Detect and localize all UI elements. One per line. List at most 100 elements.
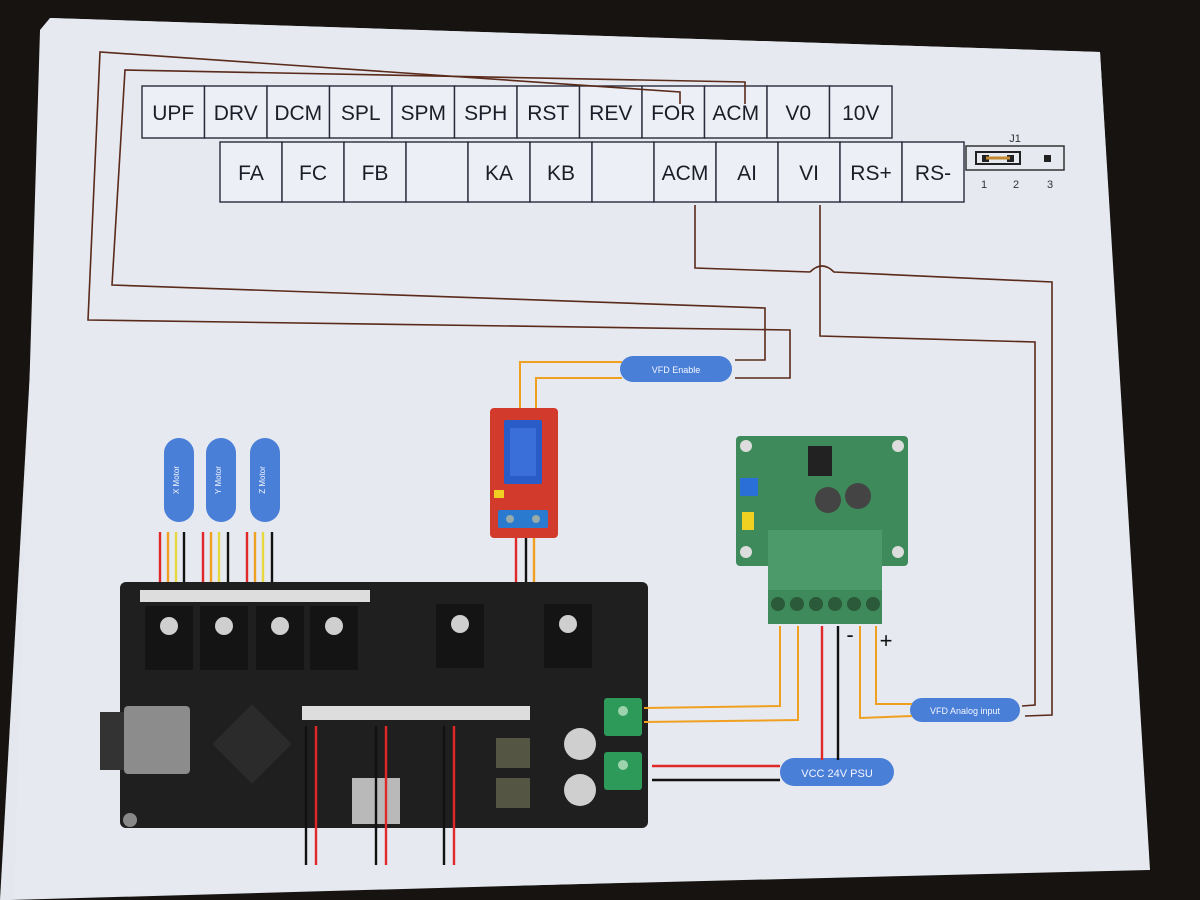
terminal-bottom_row-7: ACM bbox=[653, 141, 717, 203]
pwm-to-voltage-converter bbox=[736, 436, 908, 624]
terminal-bottom_row-9: VI bbox=[777, 141, 841, 203]
y-motor-label: Y Motor bbox=[206, 438, 236, 522]
controller-bottom-wires bbox=[304, 726, 456, 865]
stepper-driver bbox=[544, 604, 592, 668]
psu-wires bbox=[652, 626, 840, 782]
terminal-top_row-label-6: RST bbox=[527, 102, 569, 125]
terminal-top_row-label-5: SPH bbox=[464, 102, 507, 125]
wire-acm-bottom bbox=[694, 205, 811, 273]
terminal-bottom_row-6 bbox=[591, 141, 655, 203]
z-motor-label: Z Motor bbox=[250, 438, 280, 522]
terminal-top_row-label-9: ACM bbox=[712, 102, 759, 125]
j1-header bbox=[965, 145, 1065, 171]
terminal-bottom_row-label-11: RS- bbox=[915, 162, 951, 185]
vfd-analog-input-text: VFD Analog input bbox=[930, 706, 1001, 716]
converter-terminal-screw bbox=[828, 597, 842, 611]
terminal-bottom_row-3 bbox=[405, 141, 469, 203]
j1-pin-2-label: 2 bbox=[1013, 179, 1019, 191]
brown-wires bbox=[87, 51, 1053, 717]
terminal-top_row-9: ACM bbox=[703, 85, 768, 139]
vcc-psu-text: VCC 24V PSU bbox=[801, 768, 873, 780]
j1-pin-1-label: 1 bbox=[981, 179, 987, 191]
converter-terminal-screw bbox=[866, 597, 880, 611]
converter-terminal-screw bbox=[790, 597, 804, 611]
terminal-top_row-label-4: SPM bbox=[400, 102, 446, 125]
converter-terminal-screw bbox=[771, 597, 785, 611]
terminal-bottom_row-label-0: FA bbox=[238, 162, 264, 185]
j1-jumper: J1 1 2 3 bbox=[965, 133, 1065, 191]
j1-pin-3 bbox=[1044, 155, 1051, 162]
j1-jumper-cap bbox=[975, 151, 1021, 165]
converter-minus: - bbox=[846, 622, 853, 647]
terminal-bottom_row-label-5: KB bbox=[547, 162, 575, 185]
terminal-top_row-7: REV bbox=[578, 85, 643, 139]
terminal-top_row-label-7: REV bbox=[589, 102, 632, 125]
vfd-analog-input-label: VFD Analog input bbox=[910, 698, 1020, 722]
terminal-top_row-5: SPH bbox=[453, 85, 518, 139]
terminal-bottom_row-label-7: ACM bbox=[662, 162, 709, 185]
terminal-top_row-0: UPF bbox=[141, 85, 206, 139]
controller-converter-wires bbox=[643, 626, 799, 723]
terminal-top_row-8: FOR bbox=[641, 85, 706, 139]
j1-title: J1 bbox=[1009, 133, 1021, 145]
terminal-top_row-label-0: UPF bbox=[152, 102, 194, 125]
terminal-top_row-label-10: V0 bbox=[785, 102, 811, 125]
terminal-bottom_row-5: KB bbox=[529, 141, 593, 203]
terminal-top_row-label-11: 10V bbox=[842, 102, 879, 125]
terminal-top_row-label-2: DCM bbox=[274, 102, 322, 125]
stepper-driver bbox=[145, 606, 193, 670]
terminal-top_row-1: DRV bbox=[203, 85, 268, 139]
controller-board bbox=[100, 582, 648, 828]
wire-acm-top bbox=[111, 69, 766, 361]
terminal-bottom_row-label-1: FC bbox=[299, 162, 327, 185]
terminal-top_row-4: SPM bbox=[391, 85, 456, 139]
relay-module bbox=[490, 408, 558, 538]
motor-wires bbox=[158, 532, 274, 585]
terminal-bottom_row-label-10: RS+ bbox=[850, 162, 891, 185]
terminal-bottom_row-label-8: AI bbox=[737, 162, 757, 185]
terminal-top_row-label-3: SPL bbox=[341, 102, 381, 125]
terminal-bottom_row-4: KA bbox=[467, 141, 531, 203]
j1-pin-2 bbox=[1007, 155, 1014, 162]
terminal-bottom_row-label-4: KA bbox=[485, 162, 513, 185]
terminal-bottom_row-1: FC bbox=[281, 141, 345, 203]
terminal-top_row-10: V0 bbox=[766, 85, 831, 139]
vfd-enable-text: VFD Enable bbox=[652, 365, 701, 375]
terminal-bottom_row-0: FA bbox=[219, 141, 283, 203]
relay-enable-wires bbox=[519, 361, 622, 408]
j1-pin-3-label: 3 bbox=[1047, 179, 1053, 191]
terminal-bottom_row-2: FB bbox=[343, 141, 407, 203]
j1-pin-1 bbox=[982, 155, 989, 162]
terminal-top_row-2: DCM bbox=[266, 85, 331, 139]
terminal-bottom_row-10: RS+ bbox=[839, 141, 903, 203]
wire-vi bbox=[819, 205, 1036, 707]
terminal-top_row-label-8: FOR bbox=[651, 102, 695, 125]
y-motor-text: Y Motor bbox=[214, 466, 223, 494]
wire-for bbox=[87, 51, 791, 379]
terminal-top_row-3: SPL bbox=[328, 85, 393, 139]
stepper-driver bbox=[256, 606, 304, 670]
x-motor-text: X Motor bbox=[172, 466, 181, 494]
vcc-psu-label: VCC 24V PSU bbox=[780, 758, 894, 786]
x-motor-label: X Motor bbox=[164, 438, 194, 522]
vfd-terminal-strip: UPF DRV DCM SPL SPM SPH RST REV FOR ACM V0 10V FA FC… bbox=[141, 85, 965, 203]
converter-analog-wires bbox=[859, 626, 913, 720]
converter-terminal-screw bbox=[847, 597, 861, 611]
z-motor-text: Z Motor bbox=[258, 466, 267, 494]
stepper-driver bbox=[436, 604, 484, 668]
converter-terminal-screw bbox=[809, 597, 823, 611]
vfd-enable-label: VFD Enable bbox=[620, 356, 732, 382]
stepper-driver bbox=[310, 606, 358, 670]
terminal-top_row-label-1: DRV bbox=[214, 102, 258, 125]
terminal-bottom_row-label-9: VI bbox=[799, 162, 819, 185]
wire-crossover bbox=[809, 265, 1053, 717]
converter-plus: + bbox=[880, 628, 893, 653]
stepper-driver bbox=[200, 606, 248, 670]
terminal-bottom_row-11: RS- bbox=[901, 141, 965, 203]
terminal-bottom_row-8: AI bbox=[715, 141, 779, 203]
terminal-bottom_row-label-2: FB bbox=[362, 162, 389, 185]
terminal-top_row-11: 10V bbox=[828, 85, 893, 139]
terminal-top_row-6: RST bbox=[516, 85, 581, 139]
